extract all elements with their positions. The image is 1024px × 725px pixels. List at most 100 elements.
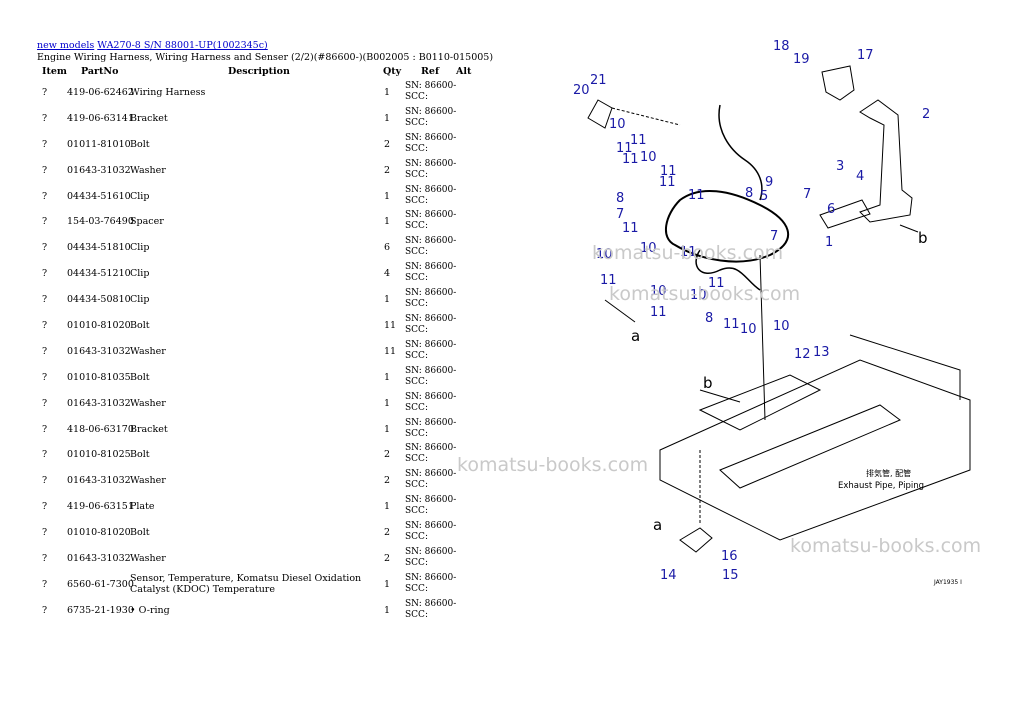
description-cell: Washer — [130, 553, 166, 565]
ref-cell: SN: 86600-SCC: — [405, 521, 457, 543]
ref-cell: SN: 86600-SCC: — [405, 365, 457, 387]
callout-label: 11 — [708, 276, 725, 291]
item-cell: ? — [42, 423, 48, 435]
leader-line — [611, 107, 681, 126]
callout-label: 11 — [622, 221, 639, 236]
item-cell: ? — [42, 268, 48, 280]
qty-cell: 1 — [384, 604, 391, 616]
header-alt: Alt — [456, 66, 472, 77]
arrow-label: b — [918, 229, 928, 247]
item-cell: ? — [42, 371, 48, 383]
description-cell: Spacer — [130, 216, 164, 228]
callout-label: 2 — [922, 107, 930, 122]
item-cell: ? — [42, 578, 48, 590]
arrow-label: a — [631, 327, 640, 345]
callout-label: 11 — [650, 305, 667, 320]
callout-label: 11 — [723, 317, 740, 332]
partno-cell: 01010-81035 — [67, 371, 131, 383]
ref-cell: SN: 86600-SCC: — [405, 339, 457, 361]
qty-cell: 4 — [384, 268, 391, 280]
header-description: Description — [228, 66, 290, 77]
callout-label: 10 — [596, 247, 613, 262]
ref-cell: SN: 86600-SCC: — [405, 314, 457, 336]
partno-cell: 01643-31032 — [67, 475, 131, 487]
item-cell: ? — [42, 216, 48, 228]
ref-cell: SN: 86600-SCC: — [405, 288, 457, 310]
callout-label: 11 — [688, 188, 705, 203]
partno-cell: 04434-51210 — [67, 268, 131, 280]
item-cell: ? — [42, 345, 48, 357]
callout-label: 4 — [856, 169, 864, 184]
qty-cell: 1 — [384, 87, 391, 98]
caption-english: Exhaust Pipe, Piping — [838, 481, 924, 491]
callout-label: 10 — [609, 117, 626, 132]
breadcrumb: new models WA270-8 S/N 88001-UP(1002345c… — [37, 40, 268, 52]
description-cell: Bolt — [130, 138, 150, 150]
partno-cell: 418-06-63170 — [67, 423, 134, 435]
callout-label: 6 — [827, 202, 835, 217]
callout-label: 7 — [803, 187, 811, 202]
callout-label: 16 — [721, 549, 738, 564]
wiring-harness-branch-shape — [695, 249, 761, 291]
callout-label: 21 — [590, 73, 607, 88]
partno-cell: 04434-50810 — [67, 294, 131, 306]
callout-label: 7 — [616, 207, 624, 222]
description-cell: Plate — [130, 501, 155, 513]
callout-label: 11 — [600, 273, 617, 288]
breadcrumb-link-new-models[interactable]: new models — [37, 40, 95, 51]
partno-cell: 419-06-62462 — [67, 87, 134, 98]
callout-label: 11 — [659, 175, 676, 190]
callout-label: 11 — [622, 152, 639, 167]
leader-line — [604, 299, 636, 323]
item-cell: ? — [42, 449, 48, 461]
partno-cell: 01643-31032 — [67, 345, 131, 357]
description-cell: Clip — [130, 294, 150, 306]
qty-cell: 1 — [384, 501, 391, 513]
callout-label: 17 — [857, 48, 874, 63]
description-cell: Wiring Harness — [130, 87, 206, 98]
description-cell: • O-ring — [130, 604, 170, 616]
bracket-foot-shape — [819, 199, 871, 229]
callout-label: 11 — [630, 133, 647, 148]
partno-cell: 6735-21-1930 — [67, 604, 134, 616]
header-ref: Ref — [421, 66, 440, 77]
wiring-harness-branch-shape — [718, 104, 763, 201]
header-qty: Qty — [383, 66, 402, 77]
callout-label: 8 — [745, 186, 753, 201]
callout-label: 11 — [616, 141, 633, 156]
qty-cell: 1 — [384, 371, 391, 383]
watermark: komatsu-books.com — [457, 454, 649, 476]
harness-lead-line — [759, 254, 766, 421]
qty-cell: 2 — [384, 475, 391, 487]
arrow-label: b — [703, 374, 713, 392]
callout-label: 10 — [650, 284, 667, 299]
qty-cell: 2 — [384, 138, 391, 150]
qty-cell: 1 — [384, 578, 391, 590]
breadcrumb-link-model[interactable]: WA270-8 S/N 88001-UP(1002345c) — [97, 40, 268, 51]
ref-cell: SN: 86600-SCC: — [405, 262, 457, 284]
qty-cell: 1 — [384, 294, 391, 306]
ref-cell: SN: 86600-SCC: — [405, 81, 457, 102]
figure-code: JAY1935 I — [933, 579, 962, 586]
ref-cell: SN: 86600-SCC: — [405, 184, 457, 206]
callout-label: 19 — [793, 52, 810, 67]
callout-label: 5 — [760, 189, 768, 204]
qty-cell: 11 — [384, 320, 397, 332]
plate-shape — [821, 65, 855, 101]
qty-cell: 1 — [384, 190, 391, 202]
callout-label: 10 — [773, 319, 790, 334]
caption-japanese: 排気管, 配管 — [866, 468, 911, 478]
header-item: Item — [42, 66, 67, 77]
callout-label: 10 — [640, 150, 657, 165]
